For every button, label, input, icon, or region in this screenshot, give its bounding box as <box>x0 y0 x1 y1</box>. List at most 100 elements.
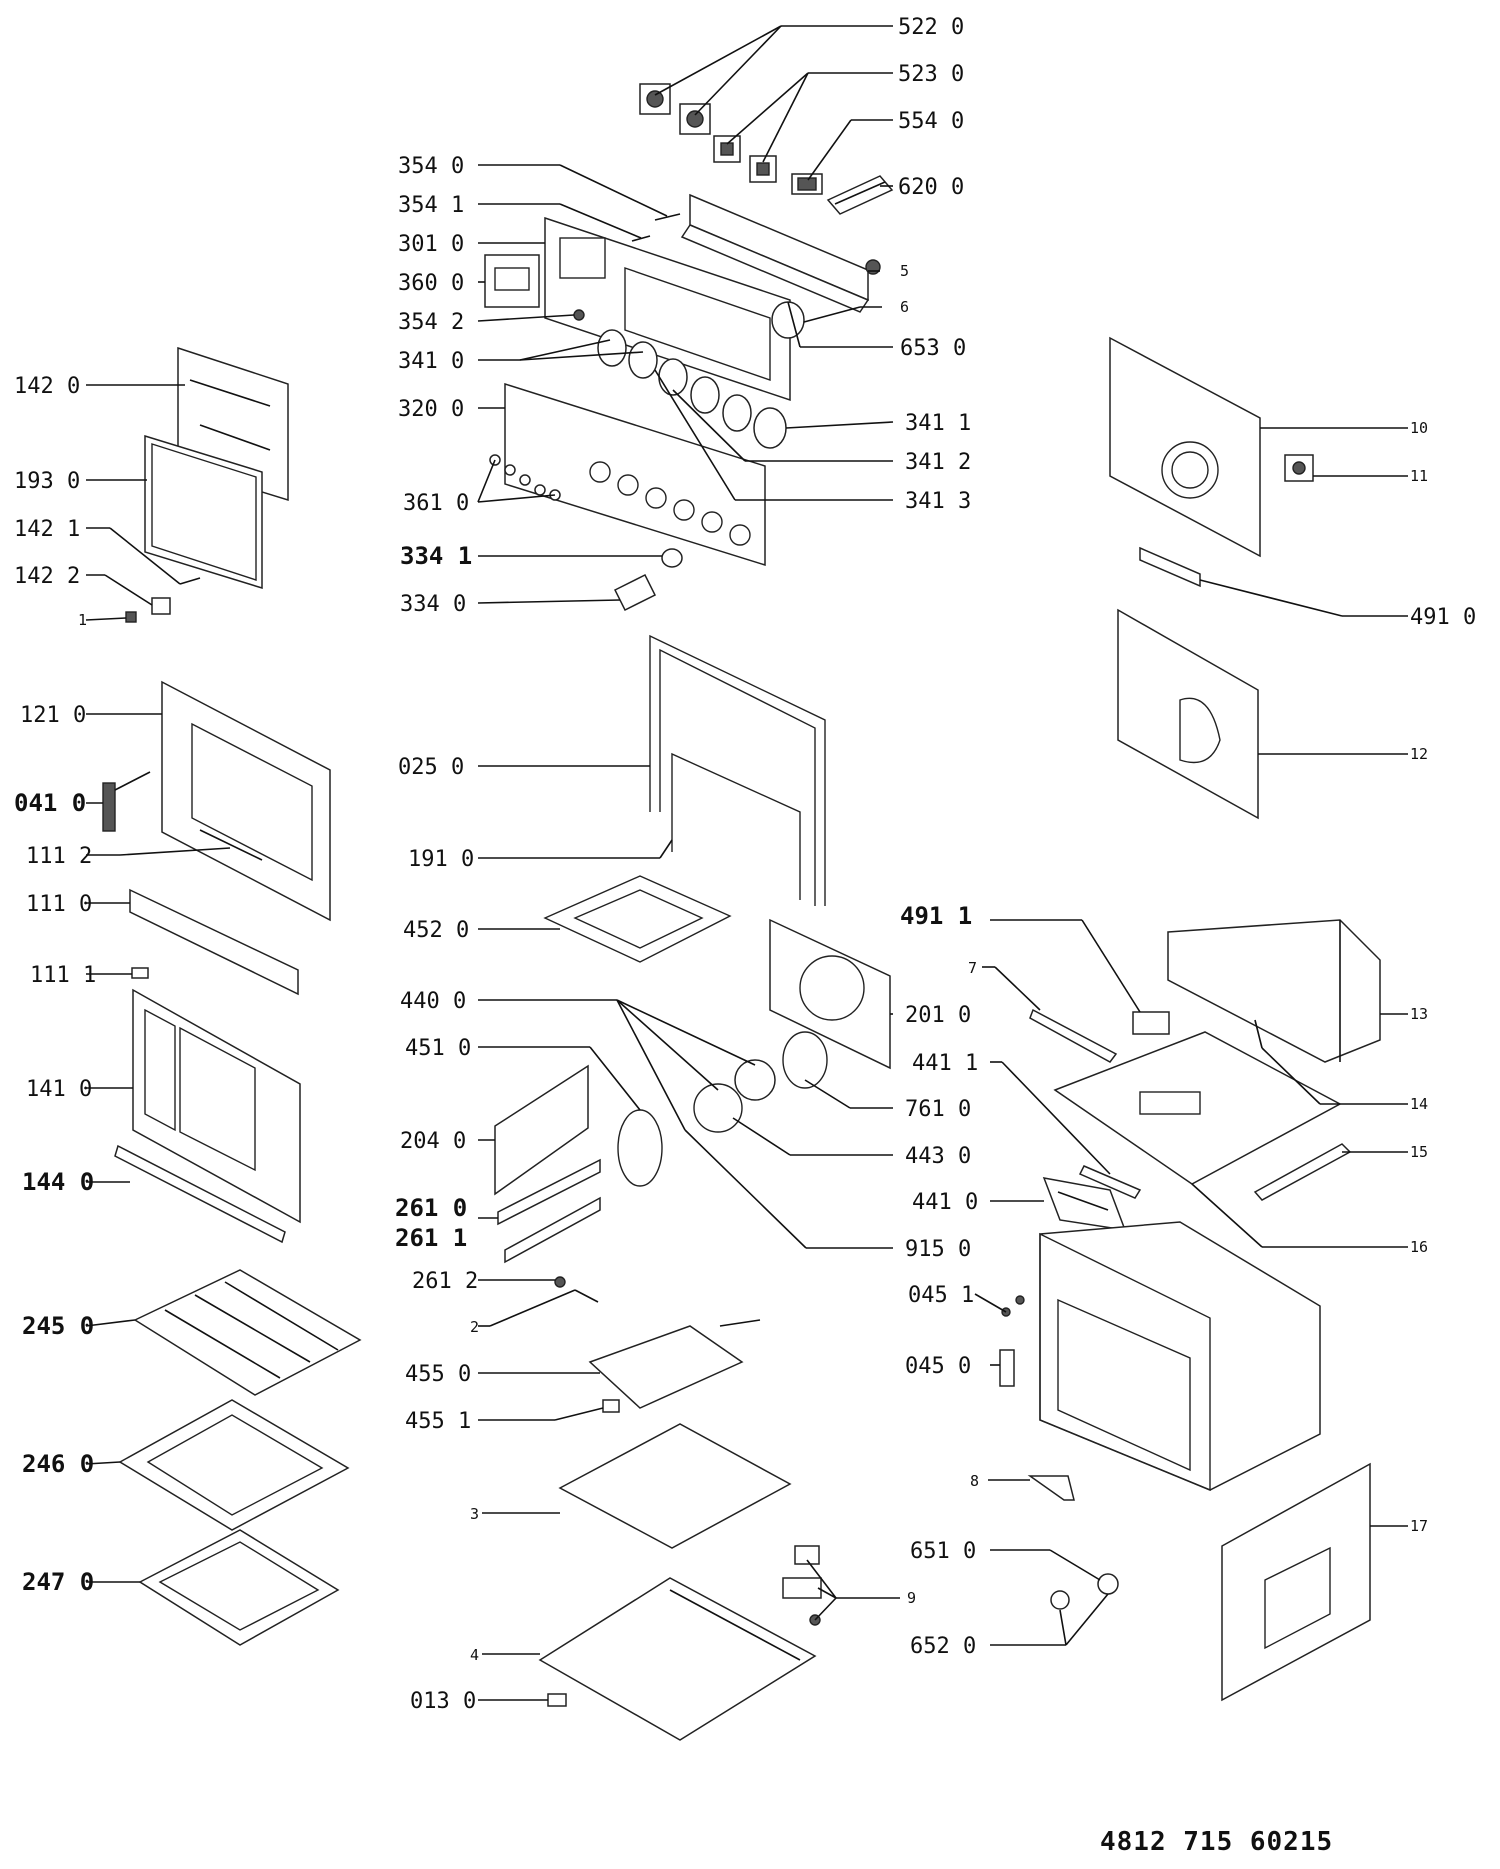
front-frame-025 <box>649 634 826 906</box>
part-label: 246 0 <box>22 1450 94 1478</box>
back-panel-17 <box>1221 1462 1371 1702</box>
hinge-045-0 <box>999 1349 1015 1387</box>
nut-5 <box>865 259 881 275</box>
part-label: 045 0 <box>905 1354 971 1379</box>
bracket-12 <box>1117 608 1259 820</box>
part-label: 441 0 <box>912 1190 978 1215</box>
part-label: 142 0 <box>14 374 80 399</box>
part-drawings <box>102 83 1381 1741</box>
part-label: 1 <box>78 611 87 629</box>
part-label: 341 0 <box>398 349 464 374</box>
fan-blade-440 <box>734 1059 776 1101</box>
bracket-455-1 <box>602 1399 620 1413</box>
lamp-651 <box>1097 1573 1119 1595</box>
part-label: 111 0 <box>26 892 92 917</box>
part-label: 12 <box>1410 745 1428 763</box>
part-label: 245 0 <box>22 1312 94 1340</box>
oven-cavity <box>1039 1221 1321 1492</box>
foot-013 <box>547 1693 567 1707</box>
fan-housing-13 <box>1167 919 1381 1063</box>
switch-523-b <box>749 155 777 183</box>
part-label: 523 0 <box>898 62 964 87</box>
screw-354-2 <box>573 309 585 321</box>
screw-2 <box>574 1289 599 1303</box>
leader-lines <box>85 25 1408 1701</box>
screw-354-0 <box>654 213 681 221</box>
part-label: 652 0 <box>910 1634 976 1659</box>
part-label: 455 0 <box>405 1362 471 1387</box>
part-label: 16 <box>1410 1238 1428 1256</box>
switch-523-a <box>713 135 741 163</box>
part-label: 041 0 <box>14 789 86 817</box>
screw-354-1 <box>631 235 651 242</box>
outer-door-141 <box>132 988 301 1224</box>
part-label: 491 1 <box>900 902 972 930</box>
strip-441-1 <box>1078 1165 1142 1199</box>
part-label: 443 0 <box>905 1144 971 1169</box>
part-label: 651 0 <box>910 1539 976 1564</box>
strip-7 <box>1029 1008 1118 1063</box>
hinge-041 <box>102 771 151 832</box>
rack-245 <box>133 1269 362 1396</box>
part-label: 013 0 <box>410 1689 476 1714</box>
switch-554 <box>791 173 823 195</box>
part-label: 193 0 <box>14 469 80 494</box>
knob-334-0 <box>613 573 657 612</box>
door-frame-121 <box>161 680 331 922</box>
part-label: 045 1 <box>908 1283 974 1308</box>
clip-142-2 <box>151 597 171 615</box>
part-label: 11 <box>1410 467 1428 485</box>
rail-15 <box>1253 1143 1352 1201</box>
part-label: 451 0 <box>405 1036 471 1061</box>
fan-443 <box>693 1083 743 1133</box>
part-label: 201 0 <box>905 1003 971 1028</box>
part-label: 261 0 <box>395 1194 467 1222</box>
part-label: 121 0 <box>20 703 86 728</box>
part-label: 653 0 <box>900 336 966 361</box>
part-label: 142 1 <box>14 517 80 542</box>
fan-cover-201 <box>769 918 891 1070</box>
part-label: 9 <box>907 1589 916 1607</box>
part-label: 10 <box>1410 419 1428 437</box>
bezels-341 <box>597 329 787 449</box>
part-label: 261 1 <box>395 1224 467 1252</box>
part-label: 522 0 <box>898 15 964 40</box>
control-panel-301 <box>544 216 791 402</box>
part-label: 361 0 <box>403 491 469 516</box>
part-label: 2 <box>470 1318 479 1336</box>
screw-111-1 <box>131 967 149 979</box>
pan-247 <box>138 1529 340 1646</box>
part-label: 354 0 <box>398 154 464 179</box>
part-label: 341 1 <box>905 411 971 436</box>
part-label: 144 0 <box>22 1168 94 1196</box>
part-label: 6 <box>900 298 909 316</box>
part-label: 191 0 <box>408 847 474 872</box>
seal-193 <box>144 434 263 590</box>
fascia-panel-320 <box>504 382 766 567</box>
part-label: 620 0 <box>898 175 964 200</box>
part-label: 204 0 <box>400 1129 466 1154</box>
terminal-491-1 <box>1132 1011 1170 1035</box>
part-label: 554 0 <box>898 109 964 134</box>
handle-111-2 <box>199 829 263 861</box>
gasket-761 <box>782 1031 828 1089</box>
rear-panel-10 <box>1109 336 1261 558</box>
part-labels: 522 0 523 0 554 0 620 0 354 0 354 1 301 … <box>14 15 1476 1714</box>
clip-14 <box>1254 1019 1263 1049</box>
part-label: 4 <box>470 1646 479 1664</box>
timer-360 <box>484 254 540 308</box>
part-label: 915 0 <box>905 1237 971 1262</box>
part-label: 025 0 <box>398 755 464 780</box>
part-label: 14 <box>1410 1095 1428 1113</box>
part-label: 247 0 <box>22 1568 94 1596</box>
part-label: 5 <box>900 262 909 280</box>
terminal-620 <box>826 175 894 215</box>
part-label: 360 0 <box>398 271 464 296</box>
part-label: 441 1 <box>912 1051 978 1076</box>
part-label: 15 <box>1410 1143 1428 1161</box>
part-label: 354 1 <box>398 193 464 218</box>
part-label: 7 <box>968 959 977 977</box>
part-label: 455 1 <box>405 1409 471 1434</box>
part-label: 440 0 <box>400 989 466 1014</box>
